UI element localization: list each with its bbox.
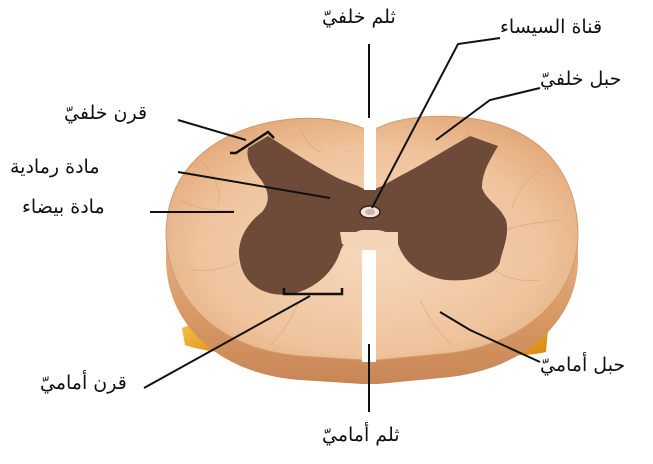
- label-posterior-column: حبل خلفيّ: [540, 70, 621, 89]
- label-anterior-column: حبل أماميّ: [540, 356, 625, 375]
- label-central-canal: قناة السيساء: [500, 18, 602, 37]
- central-canal-lumen: [365, 209, 375, 215]
- label-anterior-fissure: ثلم أماميّ: [322, 426, 400, 445]
- label-anterior-horn: قرن أماميّ: [40, 374, 127, 393]
- label-gray-matter: مادة رمادية: [10, 158, 100, 177]
- posterior-fissure: [364, 118, 376, 190]
- label-posterior-fissure: ثلم خلفيّ: [322, 8, 396, 27]
- label-posterior-horn: قرن خلفيّ: [64, 104, 147, 123]
- label-white-matter: مادة بيضاء: [22, 198, 105, 217]
